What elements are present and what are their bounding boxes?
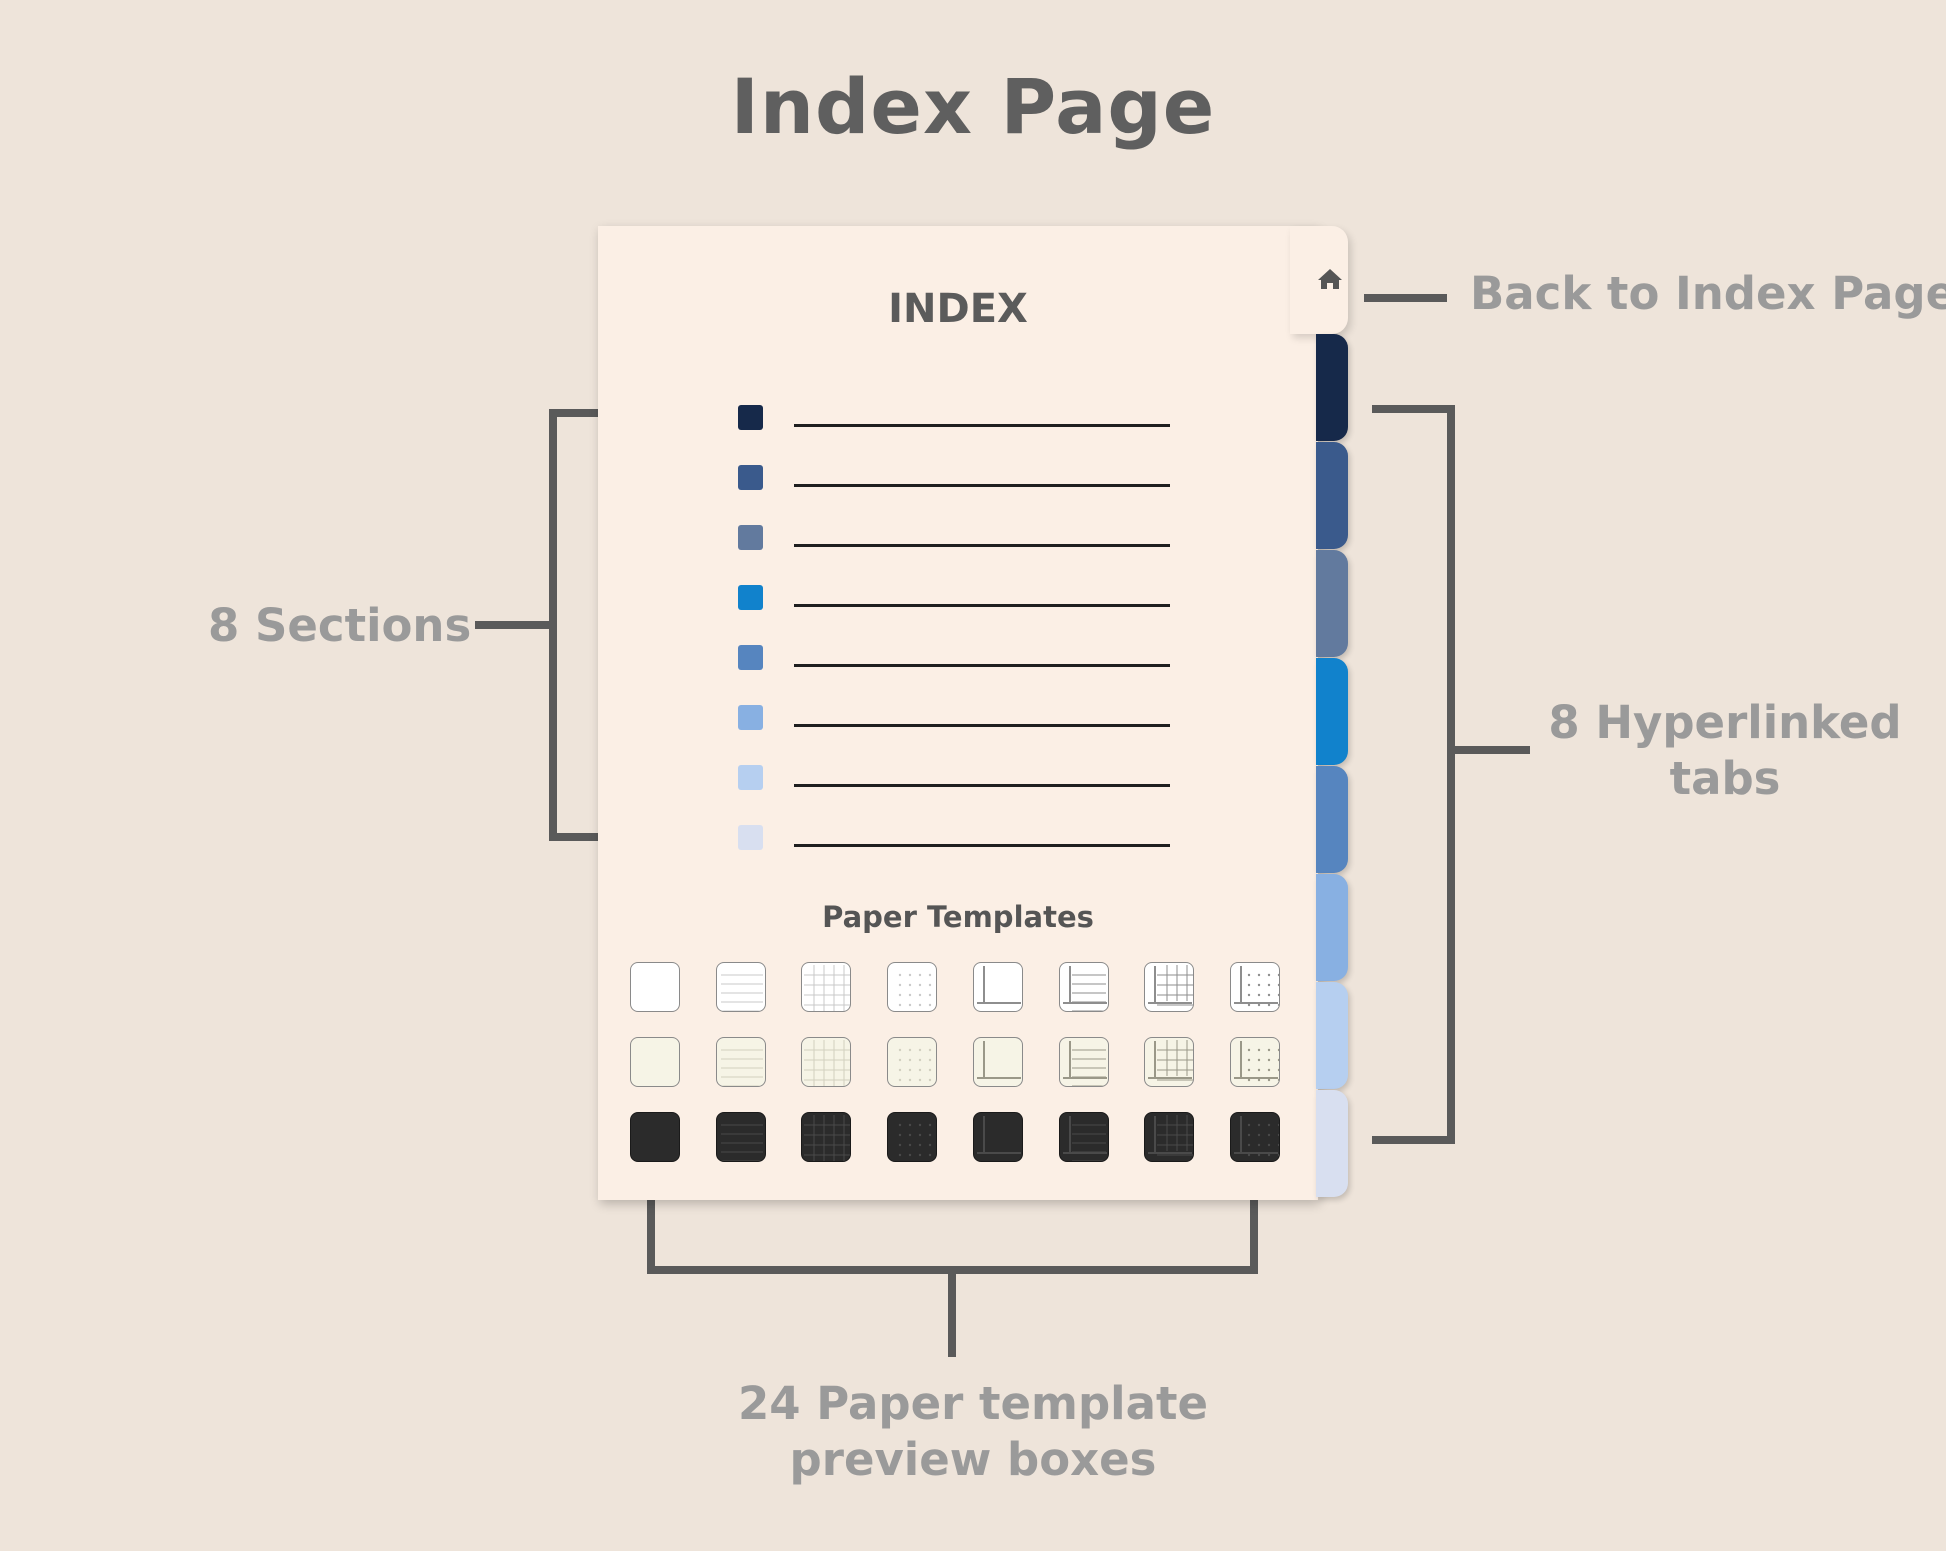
template-pattern xyxy=(1233,966,1279,1007)
template-pattern xyxy=(720,974,763,1011)
templates-heading: Paper Templates xyxy=(822,900,1094,934)
template-preview-lined[interactable] xyxy=(715,1112,766,1162)
template-pattern xyxy=(1233,1041,1279,1082)
home-icon xyxy=(1318,269,1342,289)
section-color-swatch xyxy=(738,705,763,730)
callout-tabs-line1: 8 Hyperlinked xyxy=(1548,696,1902,749)
section-color-swatch xyxy=(738,825,763,850)
template-preview-lined[interactable] xyxy=(715,962,766,1012)
home-tab[interactable] xyxy=(1290,226,1348,334)
template-preview-cornell-grid[interactable] xyxy=(1144,962,1195,1012)
template-preview-dotted[interactable] xyxy=(887,962,938,1012)
template-pattern xyxy=(898,1123,932,1157)
section-color-swatch xyxy=(738,645,763,670)
template-pattern xyxy=(720,1124,763,1161)
template-pattern xyxy=(631,963,680,1012)
template-pattern xyxy=(976,1116,1021,1154)
section-tab-6[interactable] xyxy=(1316,874,1348,981)
template-preview-grid[interactable] xyxy=(801,1112,852,1162)
template-preview-cornell-dotted[interactable] xyxy=(1229,1112,1280,1162)
section-tab-4[interactable] xyxy=(1316,658,1348,765)
section-tab-2[interactable] xyxy=(1316,442,1348,549)
template-pattern xyxy=(898,1048,932,1082)
section-tab-5[interactable] xyxy=(1316,766,1348,873)
callout-sections: 8 Sections xyxy=(208,598,471,654)
callout-tabs-line2: tabs xyxy=(1669,752,1781,805)
template-pattern xyxy=(1062,1116,1107,1161)
callout-sections-text: 8 Sections xyxy=(208,599,472,652)
template-preview-grid[interactable] xyxy=(801,962,852,1012)
template-preview-cornell-grid[interactable] xyxy=(1144,1112,1195,1162)
template-preview-cornell[interactable] xyxy=(972,1037,1023,1087)
template-pattern xyxy=(720,1049,763,1086)
templates-bracket xyxy=(647,1183,1258,1357)
template-preview-cornell-lined[interactable] xyxy=(1058,1037,1109,1087)
template-preview-dotted[interactable] xyxy=(887,1037,938,1087)
callout-templates: 24 Paper template preview boxes xyxy=(700,1376,1246,1488)
template-pattern xyxy=(1062,1041,1107,1086)
template-preview-grid[interactable] xyxy=(801,1037,852,1087)
section-name-line[interactable] xyxy=(794,604,1170,607)
template-preview-cornell-dotted[interactable] xyxy=(1229,962,1280,1012)
template-pattern xyxy=(804,965,851,1011)
template-preview-dotted[interactable] xyxy=(887,1112,938,1162)
section-color-swatch xyxy=(738,525,763,550)
template-preview-cornell-lined[interactable] xyxy=(1058,1112,1109,1162)
template-preview-blank[interactable] xyxy=(630,1112,680,1162)
section-name-line[interactable] xyxy=(794,544,1170,547)
planner-index-page xyxy=(598,226,1318,1200)
section-tab-1[interactable] xyxy=(1316,334,1348,441)
template-preview-blank[interactable] xyxy=(630,1037,680,1087)
index-heading: INDEX xyxy=(888,286,1028,332)
template-pattern xyxy=(804,1040,851,1086)
section-name-line[interactable] xyxy=(794,784,1170,787)
section-tab-3[interactable] xyxy=(1316,550,1348,657)
template-preview-cornell-grid[interactable] xyxy=(1144,1037,1195,1087)
callout-back-text: Back to Index Page xyxy=(1470,267,1946,320)
section-name-line[interactable] xyxy=(794,724,1170,727)
section-color-swatch xyxy=(738,585,763,610)
template-pattern xyxy=(631,1038,680,1087)
template-pattern xyxy=(631,1113,680,1162)
template-pattern xyxy=(804,1115,851,1161)
template-pattern xyxy=(1148,1115,1194,1156)
template-pattern xyxy=(976,1041,1021,1079)
section-color-swatch xyxy=(738,765,763,790)
template-preview-lined[interactable] xyxy=(715,1037,766,1087)
tabs-bracket xyxy=(1372,405,1530,1144)
template-preview-cornell-lined[interactable] xyxy=(1058,962,1109,1012)
template-pattern xyxy=(976,966,1021,1004)
callout-back-to-index: Back to Index Page xyxy=(1470,266,1946,322)
section-tab-7[interactable] xyxy=(1316,982,1348,1089)
template-pattern xyxy=(1148,1040,1194,1081)
template-pattern xyxy=(1148,965,1194,1006)
template-pattern xyxy=(1233,1116,1279,1157)
callout-templates-line1: 24 Paper template xyxy=(738,1377,1208,1430)
section-name-line[interactable] xyxy=(794,664,1170,667)
template-preview-blank[interactable] xyxy=(630,962,680,1012)
template-pattern xyxy=(1062,966,1107,1011)
section-color-swatch xyxy=(738,405,763,430)
section-tab-8[interactable] xyxy=(1316,1090,1348,1197)
callout-tabs: 8 Hyperlinked tabs xyxy=(1540,695,1910,807)
section-name-line[interactable] xyxy=(794,844,1170,847)
callout-templates-line2: preview boxes xyxy=(789,1433,1157,1486)
template-preview-cornell-dotted[interactable] xyxy=(1229,1037,1280,1087)
sections-bracket xyxy=(475,409,635,841)
page-title: Index Page xyxy=(730,62,1216,151)
template-preview-cornell[interactable] xyxy=(972,1112,1023,1162)
section-name-line[interactable] xyxy=(794,424,1170,427)
section-name-line[interactable] xyxy=(794,484,1170,487)
template-pattern xyxy=(898,973,932,1007)
template-preview-cornell[interactable] xyxy=(972,962,1023,1012)
section-color-swatch xyxy=(738,465,763,490)
